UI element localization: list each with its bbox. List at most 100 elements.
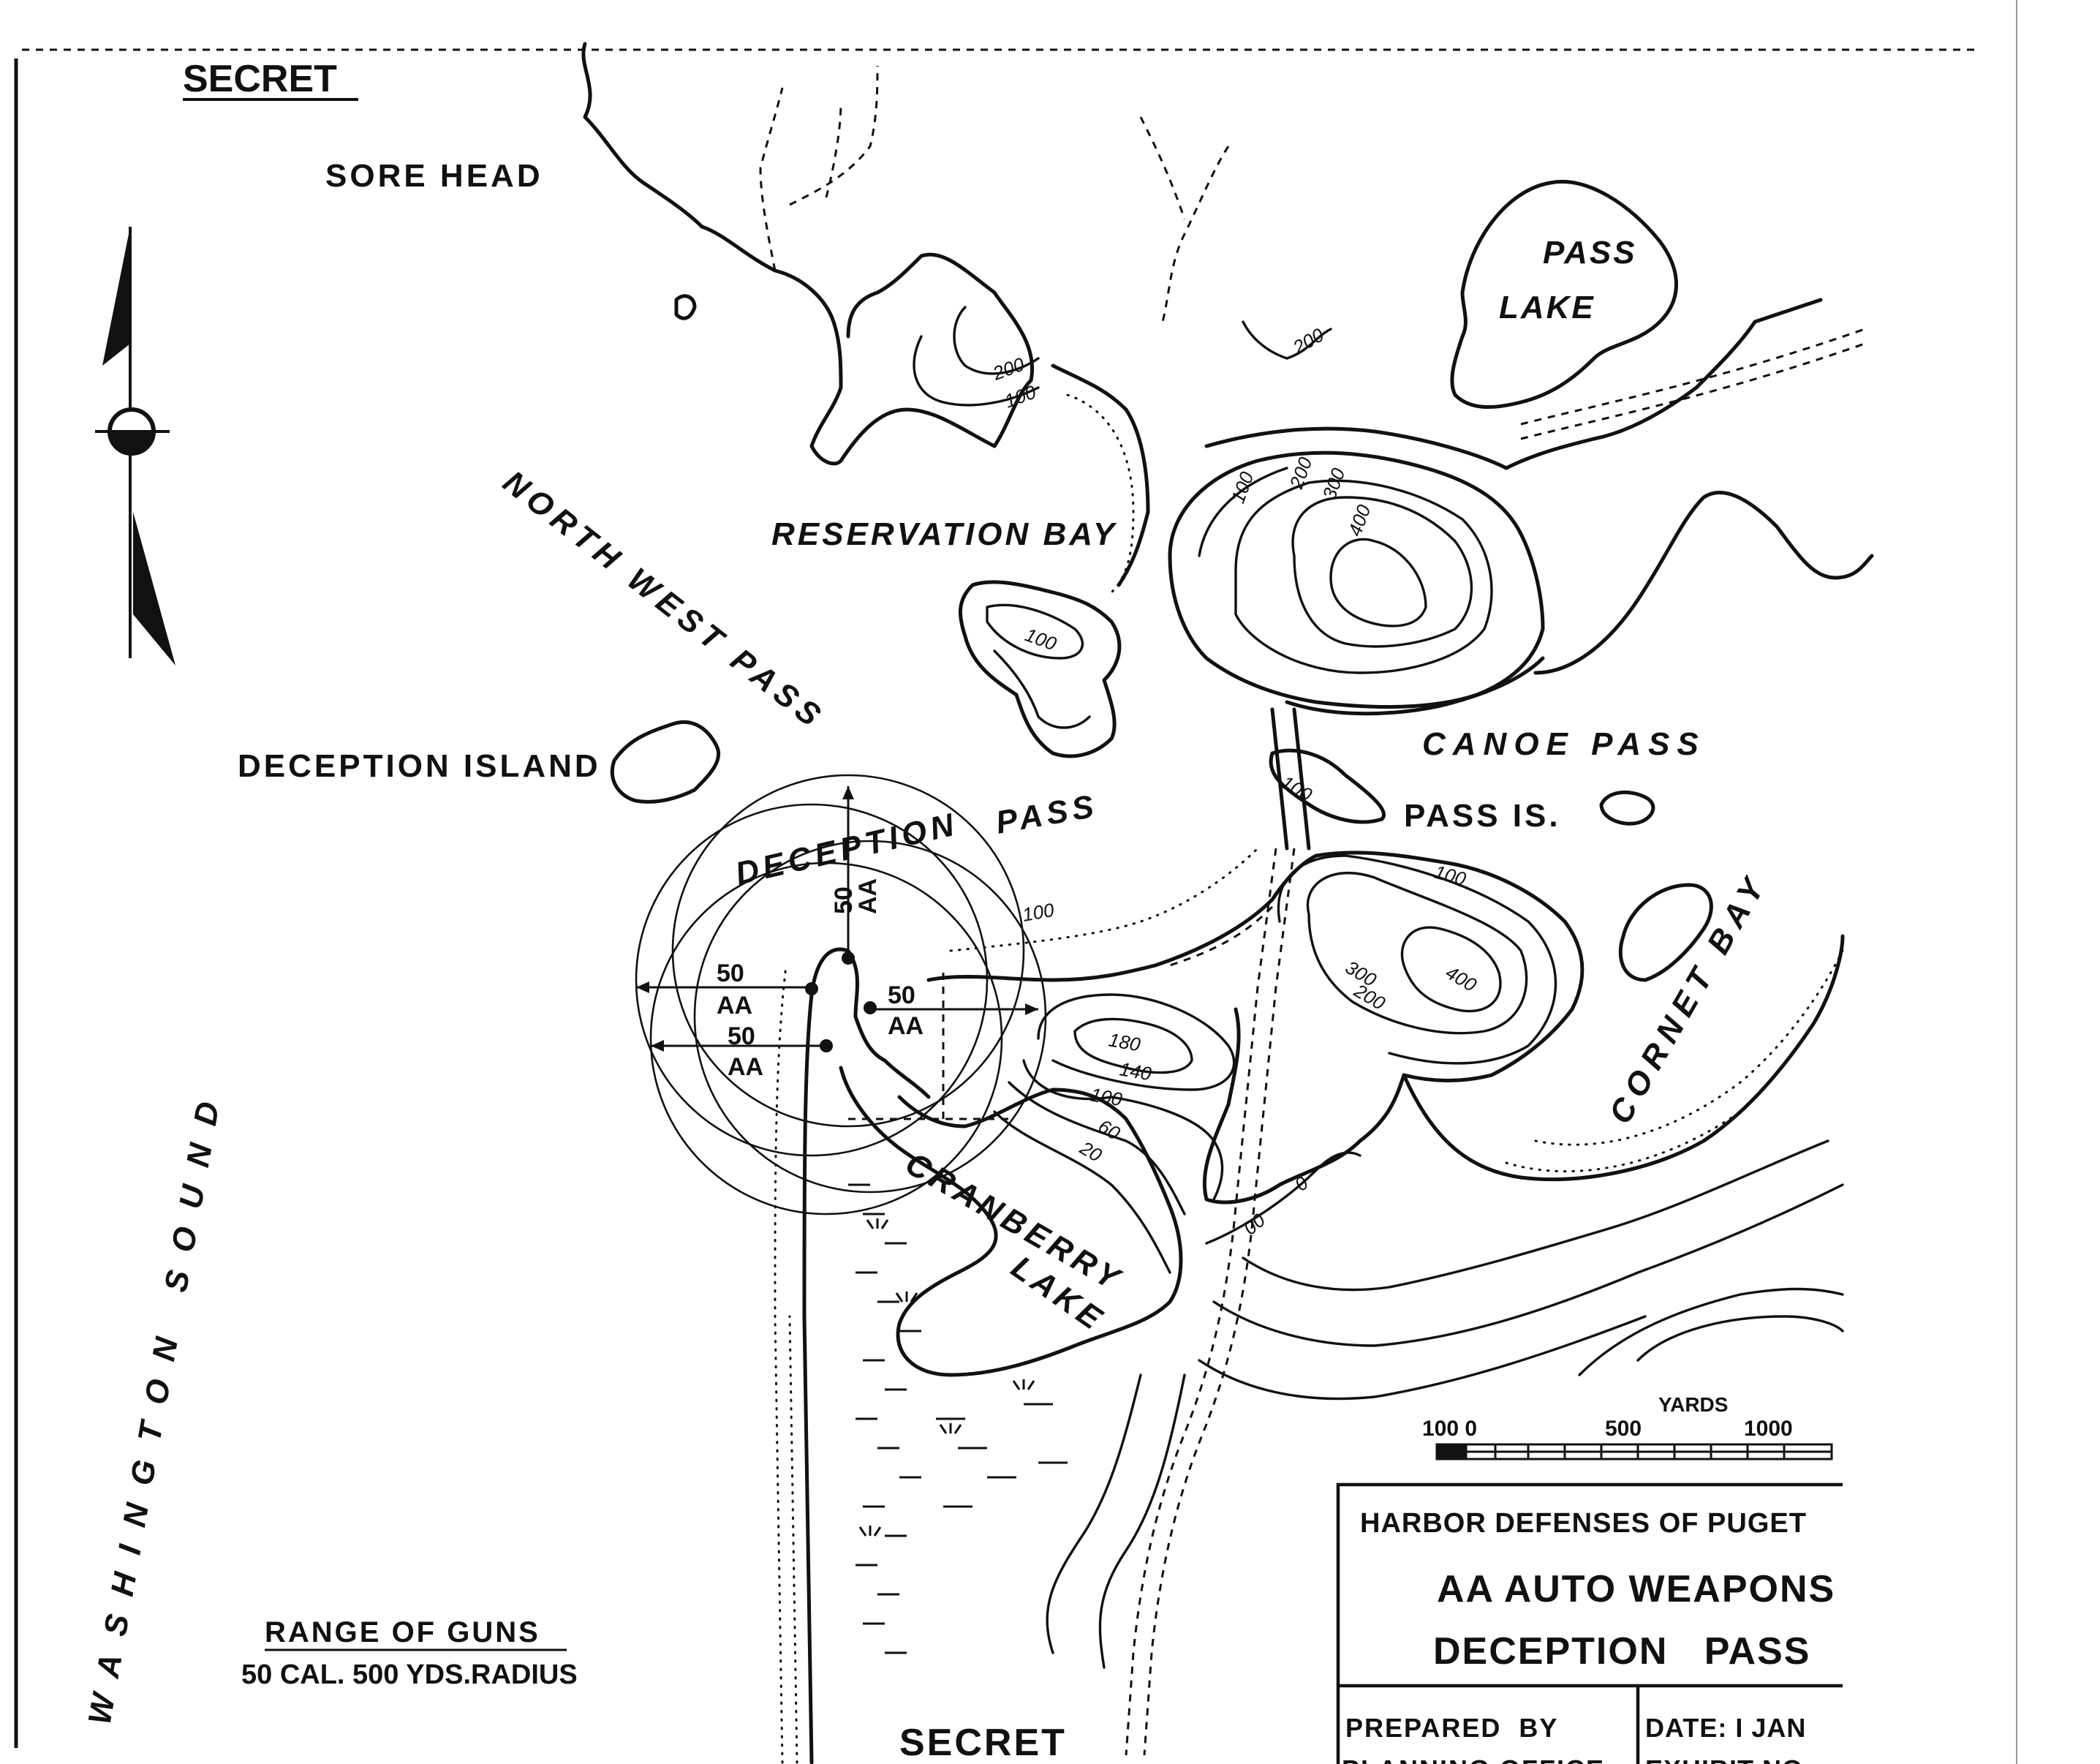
contour-label: 140	[1118, 1058, 1153, 1085]
contour-southeast-3	[1198, 1315, 1647, 1401]
contour-label: 400	[1442, 961, 1481, 996]
label-deception-island: DECEPTION ISLAND	[238, 748, 601, 784]
contour-label: 180	[1107, 1028, 1142, 1055]
trail-north-4	[1161, 146, 1230, 323]
contour-label: 400	[1343, 502, 1375, 540]
scale-tick-500: 500	[1605, 1417, 1642, 1441]
cornet-bay-shore	[1402, 934, 1845, 1182]
beach-west-point-2	[788, 1315, 798, 1764]
gun-marker-1	[842, 951, 855, 965]
title-line-1: HARBOR DEFENSES OF PUGET	[1360, 1508, 1807, 1539]
contour-100-whidbey	[1022, 1059, 1224, 1201]
pass-south-shore	[926, 851, 1585, 1082]
contour-label: 00	[1239, 1209, 1270, 1240]
label-pass-lake-2: LAKE	[1499, 290, 1595, 325]
contour-label: 100	[1002, 380, 1040, 412]
legend-title: RANGE OF GUNS	[265, 1616, 540, 1648]
beach-cornet-2	[1505, 1110, 1742, 1173]
north-island-shore	[1204, 426, 1508, 470]
contour-label: 200	[989, 353, 1027, 385]
contour-southeast-5	[1636, 1315, 1844, 1362]
goose-rock-outer	[1168, 451, 1545, 709]
contour-200-pass-lake	[1242, 320, 1332, 360]
contour-100-goose	[1198, 467, 1288, 557]
north-shoreline	[581, 42, 843, 466]
road-north	[1520, 328, 1865, 426]
label-pass: PASS	[993, 788, 1100, 841]
label-washington-sound: WASHINGTON SOUND	[82, 1080, 230, 1727]
contour-label: 200	[1350, 979, 1389, 1014]
road-cornet	[1169, 905, 1274, 967]
gun-1-caliber: 50	[830, 886, 858, 914]
small-islet-east	[1599, 790, 1655, 826]
contour-label: 100	[1089, 1083, 1124, 1110]
contour-label: 200	[1288, 323, 1328, 358]
scale-tick-0: 100 0	[1422, 1417, 1477, 1441]
lighthouse-point	[958, 580, 1122, 758]
label-north-west-pass: NORTH WEST PASS	[496, 464, 832, 736]
contour-southeast-2	[1212, 1183, 1844, 1347]
trail-north-2	[825, 102, 842, 198]
contour-20	[993, 1110, 1171, 1274]
contour-200-north	[953, 306, 1040, 375]
scale-unit: YARDS	[1658, 1393, 1728, 1416]
contour-100-north	[913, 335, 1040, 407]
pass-island	[1269, 748, 1386, 824]
highway-south-2	[1143, 848, 1296, 1756]
contour-values: 200 100 200 100 200 300 400 100 100 100 …	[989, 323, 1481, 1239]
label-canoe-pass: CANOE PASS	[1422, 726, 1706, 762]
reservation-headland	[839, 252, 1034, 463]
contour-label: 20	[1076, 1137, 1106, 1166]
date-field: DATE: I JAN	[1645, 1713, 1806, 1743]
gun-1-type: AA	[854, 878, 882, 914]
title-line-2: AA AUTO WEAPONS	[1437, 1568, 1835, 1610]
contour-southeast-1	[1242, 1139, 1829, 1292]
beach-pass-south	[949, 847, 1259, 952]
reservation-bay-east-shore	[1051, 363, 1150, 587]
north-arrow-icon	[95, 227, 175, 666]
road-north-2	[1520, 342, 1865, 440]
prepared-label: PREPARED BY	[1345, 1713, 1558, 1743]
label-pass-is: PASS IS.	[1404, 798, 1561, 834]
trail-north-5	[1139, 116, 1186, 220]
northeast-shore	[1504, 298, 1874, 675]
label-reservation-bay: RESERVATION BAY	[771, 516, 1117, 552]
pass-lake	[1450, 180, 1678, 410]
beach-reservation	[1066, 393, 1135, 594]
contour-label: 100	[1021, 899, 1056, 926]
marsh-symbols	[848, 1183, 1068, 1654]
contour-400-whidbey	[1400, 926, 1502, 1013]
contour-400	[1329, 538, 1427, 627]
range-arrow-east	[1025, 1003, 1038, 1015]
contour-140	[1037, 993, 1236, 1091]
gun-2-type: AA	[717, 992, 752, 1019]
ben-ure-island	[1618, 883, 1713, 982]
scale-bar	[1435, 1443, 1833, 1460]
bridge	[1270, 707, 1311, 851]
contour-west-point-2	[993, 649, 1091, 729]
contour-southeast-4	[1578, 1287, 1844, 1376]
scale-tick-1000: 1000	[1744, 1417, 1793, 1441]
prepared-by: PLANNING OFFICE	[1342, 1754, 1605, 1764]
gun-2-caliber: 50	[717, 960, 744, 987]
contour-200-goose	[1234, 479, 1493, 674]
title-block	[1336, 1482, 1843, 1764]
whidbey-east-shore	[1202, 1007, 1406, 1205]
range-arrow-west-1	[636, 981, 649, 993]
contour-south-2	[1098, 1373, 1186, 1669]
sore-head-rock	[674, 294, 697, 320]
label-cornet-bay: CORNET BAY	[1602, 867, 1775, 1130]
gun-range-rings	[635, 774, 1047, 1215]
gun-3-caliber: 50	[888, 981, 915, 1009]
gun-marker-3	[864, 1001, 877, 1014]
contour-south-1	[1046, 1373, 1142, 1654]
range-arrow-west-2	[651, 1040, 664, 1052]
contour-300-whidbey	[1306, 871, 1528, 1035]
title-line-3: DECEPTION PASS	[1433, 1630, 1810, 1673]
exhibit-field: EXHIBIT NO	[1645, 1754, 1803, 1764]
gun-4-type: AA	[728, 1053, 763, 1081]
cranberry-west-shore	[839, 1066, 1183, 1377]
contour-60	[1008, 1081, 1186, 1215]
canoe-pass-hachure	[1285, 656, 1545, 716]
